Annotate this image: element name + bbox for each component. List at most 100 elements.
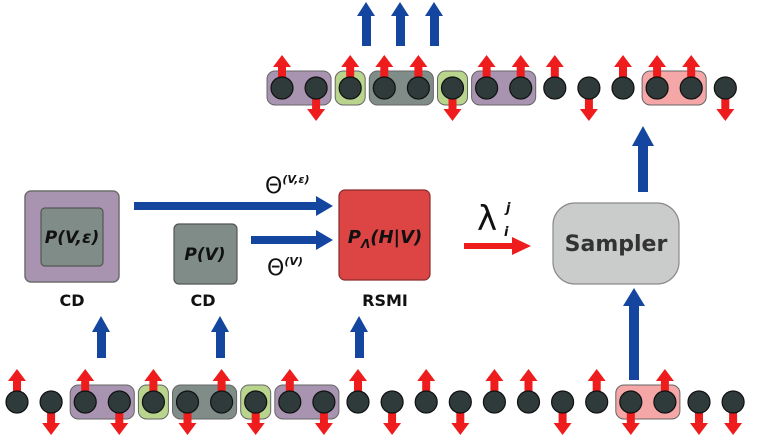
spin-arrow-head (314, 423, 333, 435)
lambda-arrow (464, 237, 531, 255)
spin-arrow-head (349, 369, 367, 381)
spin-ball (653, 390, 677, 414)
spin-up (414, 369, 438, 414)
rsmi-box: PΛ(H|V) (338, 189, 431, 281)
spin-ball (543, 76, 567, 100)
spin-arrow-head (307, 109, 326, 121)
spin-ball (5, 390, 29, 414)
top-output-arrow (425, 2, 443, 46)
spin-ball (312, 390, 336, 414)
spin-ball (372, 76, 396, 100)
spin-up (406, 55, 430, 100)
spin-down (440, 76, 465, 121)
spin-arrow-head (511, 55, 530, 67)
spin-ball (713, 76, 737, 100)
theta-joint-arrow (134, 196, 333, 216)
spin-up (5, 369, 29, 414)
spin-up (73, 369, 97, 414)
spin-down (448, 390, 472, 435)
lambda-symbol: λ (477, 199, 497, 239)
spin-arrow-head (451, 423, 470, 435)
rsmi-text-sub: Λ (360, 237, 370, 251)
theta-visible-symbol: Θ (267, 256, 284, 281)
sampler-output-arrow (632, 126, 654, 192)
spin-up (278, 369, 302, 414)
spin-ball (107, 390, 131, 414)
spin-down (244, 390, 268, 435)
spin-ball (406, 76, 430, 100)
cd-visible-box: P(V) (173, 223, 238, 285)
spin-arrow-head (443, 109, 462, 121)
lambda-label: λ (477, 199, 497, 239)
bottom-spin-chain (5, 369, 745, 435)
spin-ball (210, 390, 234, 414)
spin-up (270, 55, 294, 100)
spin-ball (278, 390, 302, 414)
spin-up (210, 369, 234, 414)
spin-arrow-head (341, 55, 360, 67)
spin-ball (482, 390, 506, 414)
spin-arrow-head (690, 423, 708, 435)
input-arrow-cd-joint (92, 316, 110, 358)
spin-arrow-head (648, 55, 667, 67)
spin-arrow-head (655, 369, 674, 381)
spin-arrow-head (246, 423, 265, 435)
spin-ball (475, 76, 499, 100)
spin-ball (619, 390, 643, 414)
spin-up (482, 369, 506, 414)
spin-arrow-head (579, 109, 598, 121)
spin-arrow-head (375, 55, 394, 67)
spin-arrow-head (519, 369, 538, 381)
spin-ball (721, 390, 745, 414)
spin-up (653, 369, 677, 414)
rsmi-text-rest: (H|V) (370, 227, 422, 248)
spin-ball (679, 76, 703, 100)
spin-arrow-head (42, 423, 61, 435)
spin-down (550, 390, 575, 435)
spin-up (516, 369, 541, 414)
spin-arrow-head (110, 423, 129, 435)
spin-down (380, 390, 404, 435)
lambda-superscript: j (504, 201, 511, 216)
spin-up (679, 55, 703, 100)
spin-down (713, 76, 737, 121)
input-arrow-sampler (623, 288, 645, 380)
spin-ball (550, 390, 575, 414)
lambda-subscript: i (504, 225, 509, 240)
spin-ball (440, 76, 465, 100)
spin-up (372, 55, 396, 100)
spin-arrow-head (545, 55, 564, 67)
theta-joint-superscript: (V,ε) (282, 173, 309, 186)
cd-joint-box-text: P(V,ε) (45, 228, 99, 248)
spin-arrow-head (273, 55, 291, 67)
spin-down (304, 76, 328, 121)
spin-ball (141, 390, 165, 414)
spin-ball (509, 76, 533, 100)
spin-down (619, 390, 643, 435)
spin-ball (380, 390, 404, 414)
spin-arrow-head (409, 55, 428, 67)
spin-arrow-head (280, 369, 299, 381)
spin-up (543, 55, 567, 100)
spin-ball (338, 76, 362, 100)
cd-joint-label: CD (59, 291, 84, 310)
sampler-box-text: Sampler (565, 232, 668, 257)
spin-ball (270, 76, 294, 100)
spin-ball (645, 76, 669, 100)
spin-ball (346, 390, 370, 414)
sampler-box: Sampler (552, 202, 680, 285)
spin-arrow-head (716, 109, 735, 121)
spin-ball (611, 76, 635, 100)
input-arrow-cd-visible (211, 316, 229, 358)
cd-visible-box-text: P(V) (184, 245, 225, 265)
spin-arrow-head (621, 423, 640, 435)
spin-down (39, 390, 63, 435)
theta-visible-superscript: (V) (284, 255, 303, 268)
theta-visible-label: Θ(V) (267, 255, 303, 281)
top-output-arrow (357, 2, 375, 46)
top-spin-chain (266, 55, 737, 121)
spin-ball (516, 390, 541, 414)
spin-arrow-head (212, 369, 231, 381)
top-output-arrow (391, 2, 409, 46)
rsmi-text-main: P (348, 227, 361, 248)
